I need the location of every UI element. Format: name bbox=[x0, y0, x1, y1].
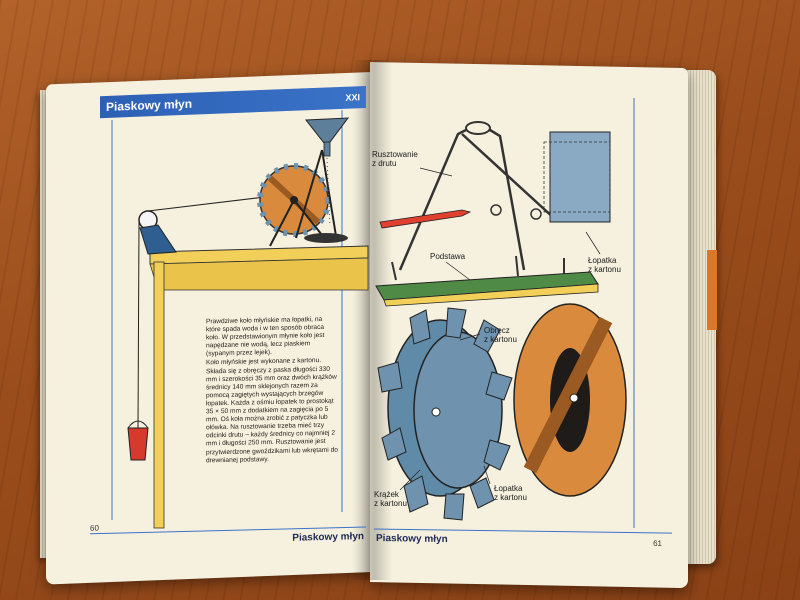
table-leg bbox=[153, 261, 165, 529]
sand-pile bbox=[304, 233, 348, 243]
page-number-left: 60 bbox=[90, 523, 99, 533]
wire-frame-illustration bbox=[379, 121, 565, 281]
pencil-axle bbox=[379, 209, 472, 229]
right-page-footer: Piaskowy młyn 61 bbox=[374, 527, 672, 561]
bucket bbox=[127, 427, 149, 461]
paddle-card-illustration bbox=[543, 131, 611, 223]
paragraph: Prawdziwe koło młyńskie ma łopatki, na k… bbox=[206, 315, 325, 358]
label-rim: Obręcz z kartonu bbox=[484, 326, 517, 344]
instructions-text: Prawdziwe koło młyńskie ma łopatki, na k… bbox=[206, 316, 338, 466]
footer-title-right: Piaskowy młyn bbox=[376, 533, 448, 546]
paragraph: Koło młyńskie jest wykonane z kartonu. S… bbox=[206, 357, 338, 464]
book-spine-shadow bbox=[352, 60, 392, 580]
label-disc: Krążek z kartonu bbox=[374, 490, 407, 508]
footer-title-left: Piaskowy młyn bbox=[292, 531, 364, 544]
label-base: Podstawa bbox=[430, 252, 466, 261]
page-number-right: 61 bbox=[653, 538, 662, 549]
book-cover-edge bbox=[707, 250, 717, 330]
label-paddle-card-top: Łopatka z kartonu bbox=[588, 256, 621, 274]
wooden-disc-illustration bbox=[513, 303, 627, 497]
label-paddle-card-bottom: Łopatka z kartonu bbox=[494, 484, 527, 502]
left-page-footer: 60 Piaskowy młyn bbox=[90, 515, 366, 556]
label-wire-frame: Rusztowanie z drutu bbox=[372, 150, 418, 168]
paddle-wheel-illustration bbox=[377, 307, 513, 521]
pulley-mount bbox=[139, 224, 177, 255]
sand-mill-illustration bbox=[127, 117, 369, 529]
left-page-stack bbox=[40, 90, 50, 558]
